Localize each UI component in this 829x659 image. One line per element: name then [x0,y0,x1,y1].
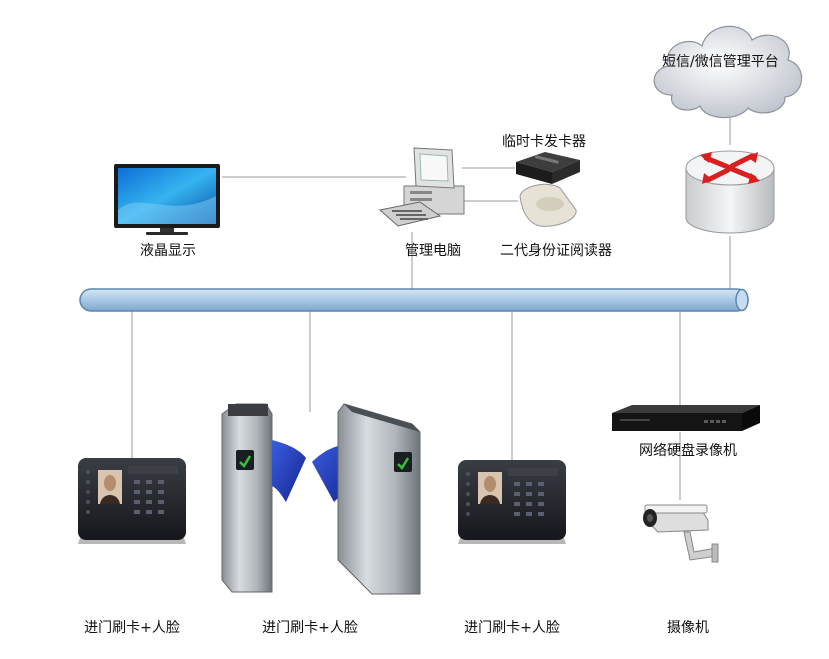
cloud-icon [653,25,803,119]
monitor-icon [114,164,220,235]
terminal-left-label: 进门刷卡+人脸 [84,620,180,636]
monitor-label: 液晶显示 [140,243,196,259]
connection-lines [131,108,731,500]
network-bus [79,288,749,312]
card-dispenser-icon [516,152,580,184]
terminal-right-label: 进门刷卡+人脸 [464,620,560,636]
access-terminal-left-icon [78,458,186,544]
nvr-icon [612,405,760,431]
turnstile-label: 进门刷卡+人脸 [262,620,358,636]
card-dispenser-label: 临时卡发卡器 [502,134,586,150]
access-terminal-right-icon [458,460,566,544]
id-reader-icon [519,183,577,227]
cloud-label: 短信/微信管理平台 [662,54,779,70]
camera-icon [643,504,719,563]
id-reader-label: 二代身份证阅读器 [500,243,612,259]
pc-label: 管理电脑 [405,243,461,259]
nvr-label: 网络硬盘录像机 [639,443,737,459]
pc-icon [378,147,465,227]
turnstile-icon [221,403,421,595]
router-icon [685,150,775,234]
camera-label: 摄像机 [667,620,709,636]
